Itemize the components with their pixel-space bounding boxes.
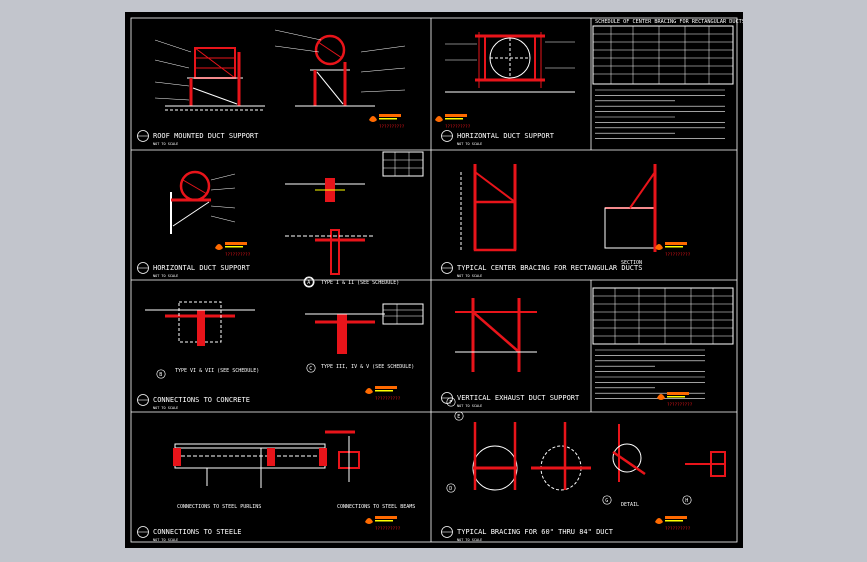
callout-c: C (306, 363, 316, 373)
panel-scale-text: NOT TO SCALE (153, 538, 178, 542)
detail-label-conn-steel-purlin: CONNECTIONS TO STEEL PURLINS (177, 504, 261, 510)
company-logo: ?????????? (369, 114, 405, 129)
detail-label-detail: DETAIL (621, 502, 639, 508)
callout-g: G (602, 495, 612, 505)
svg-text:H: H (685, 498, 688, 504)
svg-text:??????????: ?????????? (225, 252, 251, 257)
panel-title-1: ROOF MOUNTED DUCT SUPPORT NOT TO SCALE (137, 130, 259, 146)
connections-to-steele (173, 430, 360, 488)
panel-title-8: TYPICAL BRACING FOR 60" THRU 84" DUCT NOT… (441, 526, 614, 542)
vertical-exhaust-duct-support (455, 287, 734, 399)
schedule-title: SCHEDULE OF CENTER BRACING FOR RECTANGUL… (595, 19, 743, 25)
svg-text:??????????: ?????????? (665, 252, 691, 257)
panel-scale-text: NOT TO SCALE (457, 404, 482, 408)
callout-f: F (446, 397, 456, 407)
svg-text:G: G (605, 498, 608, 504)
panel-title-5: CONNECTIONS TO CONCRETE NOT TO SCALE (137, 394, 250, 410)
panel-scale-text: NOT TO SCALE (153, 274, 178, 278)
horizontal-duct-support-1 (445, 32, 575, 93)
company-logo: ?????????? (435, 114, 471, 129)
company-logo: ?????????? (365, 516, 401, 531)
svg-text:B: B (159, 372, 162, 378)
typical-bracing-60-84 (472, 422, 726, 491)
svg-text:C: C (309, 366, 312, 372)
detail-label-type-iii-v: TYPE III, IV & V (SEE SCHEDULE) (321, 364, 414, 370)
svg-text:??????????: ?????????? (445, 124, 471, 129)
connections-to-concrete (145, 301, 424, 354)
panel-scale-text: NOT TO SCALE (153, 142, 178, 146)
panel-title-text: TYPICAL CENTER BRACING FOR RECTANGULAR D… (457, 264, 642, 272)
company-logo: ?????????? (365, 386, 401, 401)
svg-text:??????????: ?????????? (665, 526, 691, 531)
svg-text:??????????: ?????????? (375, 526, 401, 531)
callout-a: A (304, 277, 314, 287)
panel-title-text: VERTICAL EXHAUST DUCT SUPPORT (457, 394, 580, 402)
panel-title-text: CONNECTIONS TO STEELE (153, 528, 242, 536)
detail-label-type-i-ii: TYPE I & II (SEE SCHEDULE) (321, 280, 399, 286)
callout-d: D (446, 483, 456, 493)
callout-b: B (156, 369, 166, 379)
panel-title-text: ROOF MOUNTED DUCT SUPPORT (153, 132, 259, 140)
svg-text:F: F (449, 400, 452, 406)
svg-text:E: E (457, 414, 460, 420)
panel-scale-text: NOT TO SCALE (457, 274, 482, 278)
detail-label-type-vi-vii: TYPE VI & VII (SEE SCHEDULE) (175, 368, 259, 374)
panel-grid (130, 17, 738, 543)
panel-title-3: HORIZONTAL DUCT SUPPORT NOT TO SCALE (137, 262, 251, 278)
type-i-ii-detail (285, 151, 424, 288)
panel-scale-text: NOT TO SCALE (457, 538, 482, 542)
panel-title-2: HORIZONTAL DUCT SUPPORT NOT TO SCALE (441, 130, 555, 146)
panel-title-text: HORIZONTAL DUCT SUPPORT (153, 264, 251, 272)
roof-mounted-duct-support (154, 29, 406, 111)
svg-text:D: D (449, 486, 452, 492)
company-logo: ?????????? (215, 242, 251, 257)
callout-h: H (682, 495, 692, 505)
company-logo: ?????????? (655, 516, 691, 531)
callout-e: E (454, 411, 464, 421)
svg-text:??????????: ?????????? (667, 402, 693, 407)
center-bracing-detail (460, 164, 657, 252)
svg-text:A: A (307, 280, 310, 286)
bracing-schedule-table (592, 25, 734, 139)
horizontal-duct-support-2 (170, 170, 236, 234)
svg-text:??????????: ?????????? (379, 124, 405, 129)
panel-scale-text: NOT TO SCALE (457, 142, 482, 146)
company-logo: ?????????? (655, 242, 691, 257)
panel-title-6: VERTICAL EXHAUST DUCT SUPPORT NOT TO SCAL… (441, 392, 580, 408)
panel-title-4: TYPICAL CENTER BRACING FOR RECTANGULAR D… (441, 262, 642, 278)
panel-title-text: TYPICAL BRACING FOR 60" THRU 84" DUCT (457, 528, 614, 536)
panel-title-7: CONNECTIONS TO STEELE NOT TO SCALE (137, 526, 242, 542)
company-logo: ?????????? (657, 392, 693, 407)
svg-text:??????????: ?????????? (375, 396, 401, 401)
panel-scale-text: NOT TO SCALE (153, 406, 178, 410)
panel-title-text: CONNECTIONS TO CONCRETE (153, 396, 250, 404)
panel-title-text: HORIZONTAL DUCT SUPPORT (457, 132, 555, 140)
detail-label-conn-steel-beams: CONNECTIONS TO STEEL BEAMS (337, 504, 415, 510)
detail-label-section: SECTION (621, 260, 642, 266)
